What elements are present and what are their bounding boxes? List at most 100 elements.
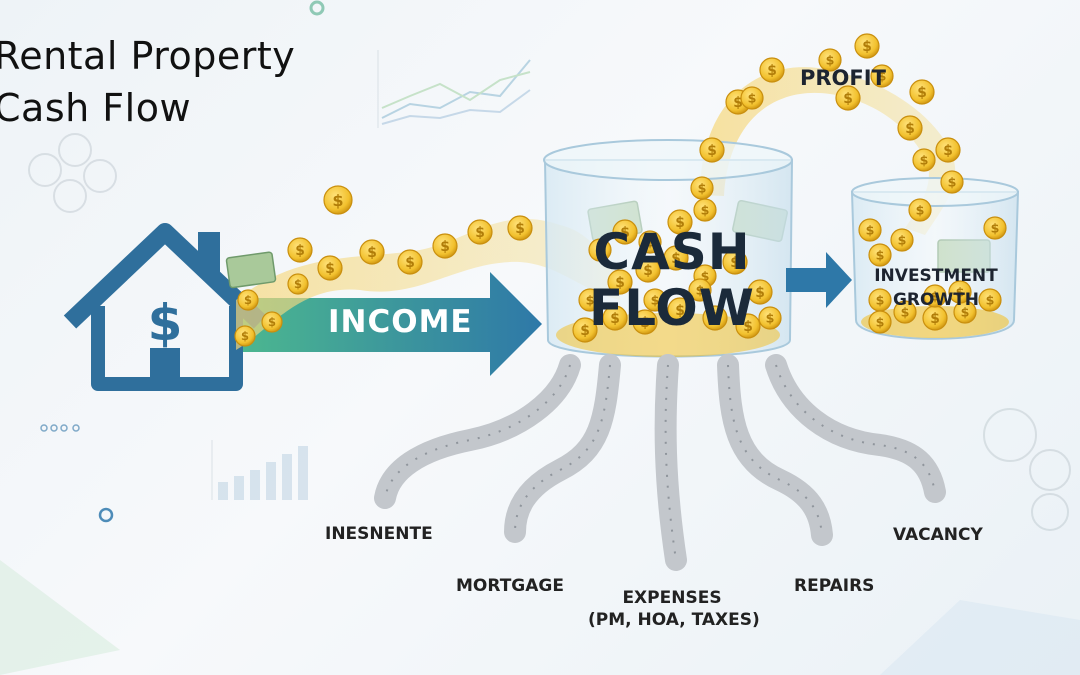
gold-coin <box>667 297 693 323</box>
investment-growth-label-line-1: INVESTMENT <box>874 266 998 286</box>
coin-dollar-icon: $ <box>905 121 915 137</box>
coin-dollar-icon: $ <box>901 305 910 320</box>
gold-coin <box>758 306 782 330</box>
gold-coin <box>261 311 283 333</box>
gold-coin <box>835 85 861 111</box>
coin-dollar-icon: $ <box>956 285 965 300</box>
gold-coin <box>507 215 533 241</box>
title-line-2: Cash Flow <box>0 86 192 130</box>
gold-coin <box>735 313 761 339</box>
coin-dollar-icon: $ <box>920 153 929 168</box>
gold-coin <box>572 317 598 343</box>
coin-dollar-icon: $ <box>615 275 625 291</box>
income-coin-stream <box>236 218 620 350</box>
title-line-1: Rental Property <box>0 34 296 78</box>
outflow-label-vacancy: VACANCY <box>893 525 983 545</box>
profit-coin-stream <box>700 67 956 235</box>
coin-dollar-icon: $ <box>675 303 685 319</box>
growth-arrow <box>786 252 852 308</box>
gold-coin <box>467 219 493 245</box>
gold-coin <box>747 279 773 305</box>
gold-coin <box>602 305 628 331</box>
outflow-label-mortgage: MORTGAGE <box>456 576 564 596</box>
coin-dollar-icon: $ <box>696 283 705 298</box>
coin-dollar-icon: $ <box>241 329 249 343</box>
gold-coin <box>638 230 662 254</box>
gold-coin <box>890 228 914 252</box>
coin-dollar-icon: $ <box>244 293 252 307</box>
coin-dollar-icon: $ <box>916 203 925 218</box>
coin-dollar-icon: $ <box>651 293 660 308</box>
coin-dollar-icon: $ <box>475 225 485 241</box>
income-label: INCOME <box>328 304 473 340</box>
gold-coin <box>643 288 667 312</box>
gold-coin <box>908 198 932 222</box>
coin-dollar-icon: $ <box>767 63 777 79</box>
coin-dollar-icon: $ <box>580 323 590 339</box>
gold-coin <box>983 216 1007 240</box>
gold-coin <box>287 237 313 263</box>
coin-dollar-icon: $ <box>675 215 685 231</box>
gold-coin <box>940 170 964 194</box>
coin-dollar-icon: $ <box>948 175 957 190</box>
gold-coin <box>234 325 256 347</box>
coin-dollar-icon: $ <box>698 181 707 196</box>
gold-coin <box>912 148 936 172</box>
coin-dollar-icon: $ <box>986 293 995 308</box>
coin-dollar-icon: $ <box>701 203 710 218</box>
investment-growth-label-line-2: GROWTH <box>892 290 980 310</box>
coin-dollar-icon: $ <box>707 143 717 159</box>
gold-coin <box>818 48 842 72</box>
gold-coin <box>897 115 923 141</box>
coin-dollar-icon: $ <box>671 251 681 267</box>
outflow-stream-ridges <box>384 364 936 561</box>
coin-dollar-icon: $ <box>826 53 835 68</box>
coin-dollar-icon: $ <box>862 39 872 55</box>
coin-dollar-icon: $ <box>743 319 753 335</box>
coin-dollar-icon: $ <box>876 315 885 330</box>
coin-dollar-icon: $ <box>367 245 377 261</box>
coin-dollar-icon: $ <box>876 248 885 263</box>
gold-coin <box>667 209 693 235</box>
gold-coin <box>935 137 961 163</box>
coin-dollar-icon: $ <box>294 277 302 291</box>
gold-coin <box>317 255 343 281</box>
outflow-label-expenses: EXPENSES (PM, HOA, TAXES) <box>588 587 760 631</box>
coin-dollar-icon: $ <box>876 293 885 308</box>
coin-dollar-icon: $ <box>766 311 775 326</box>
coin-dollar-icon: $ <box>646 235 655 250</box>
gold-coin <box>868 243 892 267</box>
coin-dollar-icon: $ <box>586 293 595 308</box>
gold-coin <box>690 176 714 200</box>
svg-text:$: $ <box>148 294 183 352</box>
outflow-label-repairs: REPAIRS <box>794 576 875 596</box>
cash-flow-label: CASH FLOW <box>560 224 784 336</box>
gold-coin <box>702 305 728 331</box>
coin-dollar-icon: $ <box>961 305 970 320</box>
coin-dollar-icon: $ <box>596 243 605 258</box>
gold-coin <box>612 219 638 245</box>
gold-coin <box>432 233 458 259</box>
outflow-streams <box>374 354 946 571</box>
gold-coin <box>909 79 935 105</box>
background-dollar-badges-icon <box>28 133 1071 531</box>
coin-dollar-icon: $ <box>931 289 940 304</box>
gold-coin <box>870 64 894 88</box>
gold-coin <box>287 273 309 295</box>
coin-dollar-icon: $ <box>405 255 415 271</box>
gold-coin <box>359 239 385 265</box>
coin-dollar-icon: $ <box>917 85 927 101</box>
gold-coin <box>607 269 633 295</box>
investment-growth-label: INVESTMENT GROWTH <box>866 264 1006 312</box>
background-line-chart-icon <box>377 50 531 128</box>
gold-coin <box>635 257 661 283</box>
background-bar-chart-icon <box>211 440 308 500</box>
coin-dollar-icon: $ <box>748 91 757 106</box>
gold-coin <box>893 300 917 324</box>
coin-dollar-icon: $ <box>710 311 720 327</box>
gold-coin <box>868 310 892 334</box>
coin-dollar-icon: $ <box>440 239 450 255</box>
